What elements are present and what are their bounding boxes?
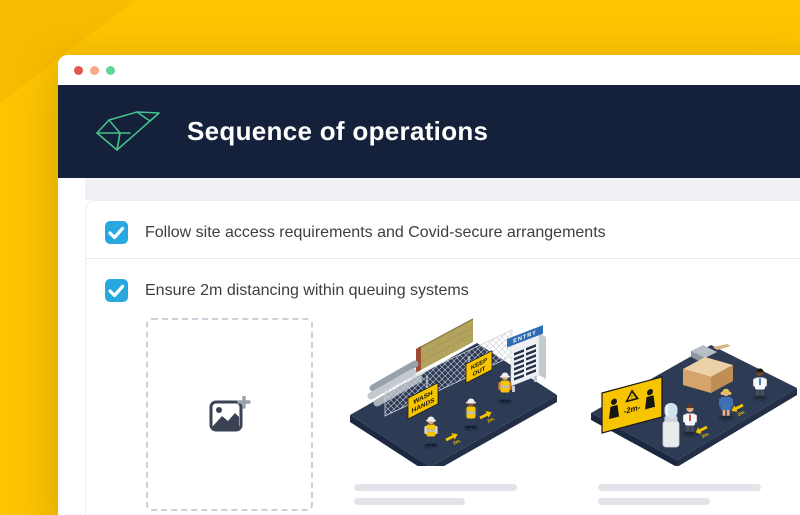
distance-arrow: 2m.: [445, 433, 462, 446]
distance-arrow: 2m.: [479, 411, 496, 424]
svg-text:2m.: 2m.: [701, 431, 710, 439]
person-figure: [752, 368, 768, 401]
brick-wall: [416, 318, 474, 373]
window-titlebar: [58, 55, 800, 85]
checklist-card: Follow site access requirements and Covi…: [85, 200, 800, 515]
platform-top: [591, 345, 797, 460]
app-window: Sequence of operations Follow site acces…: [58, 55, 800, 515]
water-cooler: [662, 403, 680, 448]
reception-desk: [683, 344, 733, 393]
keep-out-sign: KEEP OUT: [465, 350, 493, 384]
platform-edge: [677, 388, 797, 466]
person-figure: [682, 404, 698, 437]
worker-figure: [463, 398, 479, 431]
gate-slats: [514, 349, 524, 381]
distance-arrow: 2m.: [731, 403, 746, 417]
checklist-item: Ensure 2m distancing within queuing syst…: [105, 279, 469, 302]
image-upload-dropzone[interactable]: [146, 318, 313, 511]
platform-edge: [431, 395, 557, 466]
page-title: Sequence of operations: [187, 116, 489, 146]
checklist-item-label: Ensure 2m distancing within queuing syst…: [145, 281, 469, 299]
checkmark-icon: [108, 284, 125, 298]
entry-gate: ENTRY: [507, 325, 546, 392]
checkbox-checked[interactable]: [105, 221, 128, 244]
worker-figure: [497, 372, 513, 405]
app-logo-icon: [96, 110, 160, 151]
row-divider: [86, 258, 800, 259]
illustration-office-queue[interactable]: ! -2m- 2m. 2m.: [591, 331, 800, 466]
app-header: Sequence of operations: [58, 85, 800, 178]
window-minimize-button[interactable]: [90, 65, 99, 75]
illustration-site-entry-queue[interactable]: WASH HANDS KEEP OUT: [349, 316, 559, 466]
checklist-item: Follow site access requirements and Covi…: [105, 221, 606, 244]
svg-text:2m.: 2m.: [486, 416, 495, 424]
checkmark-icon: [108, 226, 125, 240]
svg-text:2m.: 2m.: [452, 438, 461, 446]
svg-text:2m.: 2m.: [737, 409, 746, 417]
worker-figure: [423, 416, 439, 449]
text-placeholder-line: [598, 498, 710, 505]
add-image-icon: [209, 396, 251, 432]
checkbox-checked[interactable]: [105, 279, 128, 302]
text-placeholder-line: [598, 484, 761, 491]
gate-slats: [526, 344, 536, 376]
window-close-button[interactable]: [74, 65, 83, 75]
distancing-sign: ! -2m-: [601, 376, 663, 434]
text-placeholder-line: [354, 498, 465, 505]
distance-arrow: 2m.: [695, 425, 710, 439]
svg-text:!: !: [631, 394, 633, 400]
text-placeholder-line: [354, 484, 517, 491]
checklist-item-label: Follow site access requirements and Covi…: [145, 223, 606, 241]
person-figure: [718, 388, 734, 421]
page-background-strip: [85, 178, 800, 200]
window-zoom-button[interactable]: [106, 65, 115, 75]
